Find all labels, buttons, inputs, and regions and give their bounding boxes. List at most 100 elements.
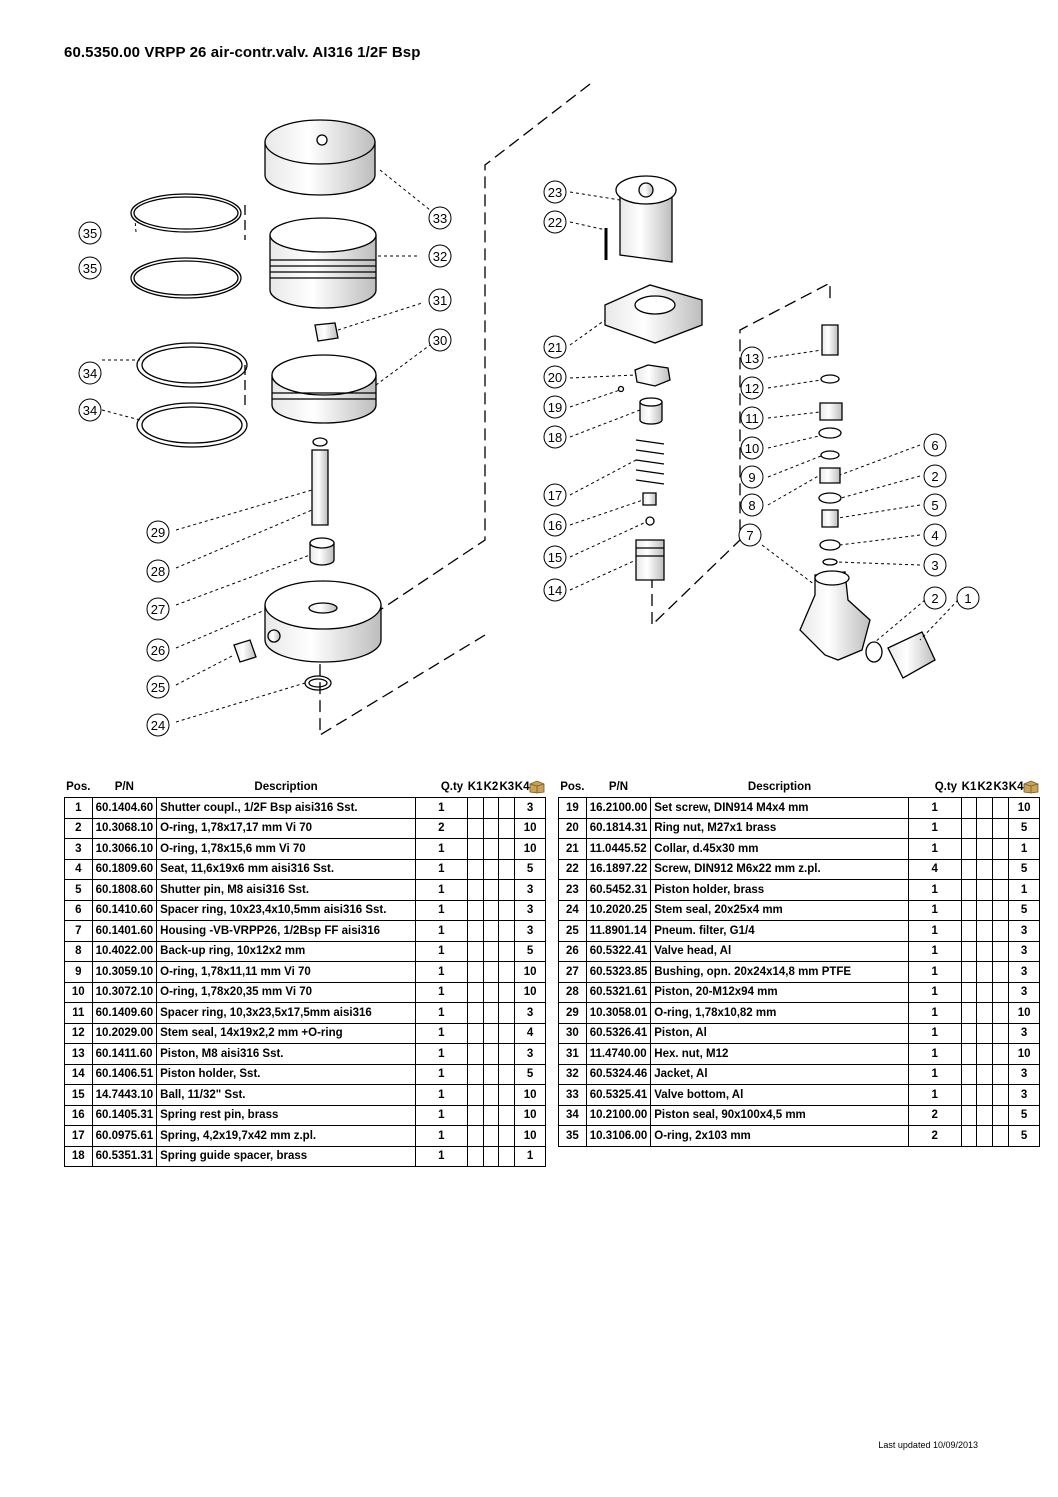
cell-k4: 10 [514,1084,546,1106]
cell-k4: 10 [514,981,546,1003]
cell-qty: 2 [907,1125,962,1147]
cell-k3 [992,817,1010,839]
cell-k4: 3 [514,920,546,942]
piston-seal-34b [136,402,248,448]
cell-k2 [482,858,500,880]
piston-seal-34a [136,342,248,388]
callout-34b: 34 [78,398,102,422]
cell-k2 [482,1002,500,1024]
header-k4: K4 [1009,777,1040,798]
cell-k4: 3 [514,1043,546,1065]
cell-k1 [960,899,978,921]
cell-pn: 10.3059.10 [91,961,158,983]
cell-qty: 1 [907,1063,962,1085]
cell-k2 [976,1084,994,1106]
cell-k3 [498,1104,516,1126]
cell-k2 [976,1022,994,1044]
cell-k4: 3 [1008,1084,1040,1106]
cell-qty: 1 [414,1145,468,1167]
cell-k2 [482,817,500,839]
cell-k3 [498,981,516,1003]
cell-qty: 1 [414,1043,468,1065]
cell-description: Seat, 11,6x19x6 mm aisi316 Sst. [156,858,416,880]
callout-14: 14 [543,578,567,602]
cell-pn: 60.1406.51 [91,1063,158,1085]
callout-4: 4 [923,523,947,547]
svg-text:11: 11 [745,411,759,426]
cell-k4: 5 [1008,817,1040,839]
cell-pos: 32 [558,1063,587,1085]
cell-k1 [960,981,978,1003]
cell-k3 [992,1002,1010,1024]
header-k4: K4 [515,777,546,798]
svg-text:4: 4 [931,528,938,543]
cell-qty: 1 [414,899,468,921]
svg-text:25: 25 [151,680,165,695]
cell-description: Piston, Al [650,1022,909,1044]
header-description: Description [747,781,812,793]
cell-pn: 10.3068.10 [91,817,158,839]
cell-qty: 1 [907,879,962,901]
callout-33: 33 [428,206,452,230]
cell-pos: 20 [558,817,587,839]
cell-pn: 10.3066.10 [91,838,158,860]
svg-text:33: 33 [433,211,447,226]
cell-k3 [992,797,1010,819]
cell-k4: 10 [514,961,546,983]
cell-k2 [482,1084,500,1106]
cell-pos: 19 [558,797,587,819]
cell-pos: 3 [64,838,93,860]
cell-qty: 1 [414,1084,468,1106]
callout-3: 3 [923,553,947,577]
callout-15: 15 [543,545,567,569]
svg-text:2: 2 [931,591,938,606]
callout-18: 18 [543,425,567,449]
cell-k2 [976,1104,994,1126]
cell-pn: 10.3106.00 [585,1125,652,1147]
callout-12: 12 [740,376,764,400]
cell-pn: 11.0445.52 [585,838,652,860]
cell-qty: 1 [414,797,468,819]
callout-2a: 2 [923,586,947,610]
cell-k4: 4 [514,1022,546,1044]
callout-31: 31 [428,288,452,312]
callout-26: 26 [146,638,170,662]
cell-description: Bushing, opn. 20x24x14,8 mm PTFE [650,961,909,983]
cell-pos: 23 [558,879,587,901]
svg-text:30: 30 [433,333,447,348]
cell-k4: 3 [1008,940,1040,962]
cell-pn: 11.8901.14 [585,920,652,942]
last-updated: Last updated 10/09/2013 [878,1440,978,1450]
cell-k4: 1 [1008,838,1040,860]
cell-k3 [498,879,516,901]
callout-23: 23 [543,180,567,204]
cell-qty: 2 [414,817,468,839]
cell-description: Spring, 4,2x19,7x42 mm z.pl. [156,1125,416,1147]
cell-pn: 60.5323.85 [585,961,652,983]
callout-34a: 34 [78,361,102,385]
cell-pos: 8 [64,940,93,962]
header-k3: K3 [993,781,1009,793]
cell-pn: 10.2029.00 [91,1022,158,1044]
cell-description: Spacer ring, 10,3x23,5x17,5mm aisi316 [156,1002,416,1024]
svg-text:13: 13 [745,351,759,366]
cell-k1 [466,858,484,880]
cell-pn: 10.2100.00 [585,1104,652,1126]
cell-k2 [482,1043,500,1065]
header-qty: Q.ty [934,781,958,793]
cell-description: Piston, M8 aisi316 Sst. [156,1043,416,1065]
svg-text:21: 21 [548,340,562,355]
header-qty: Q.ty [440,781,464,793]
cell-pos: 21 [558,838,587,860]
cell-k2 [976,961,994,983]
